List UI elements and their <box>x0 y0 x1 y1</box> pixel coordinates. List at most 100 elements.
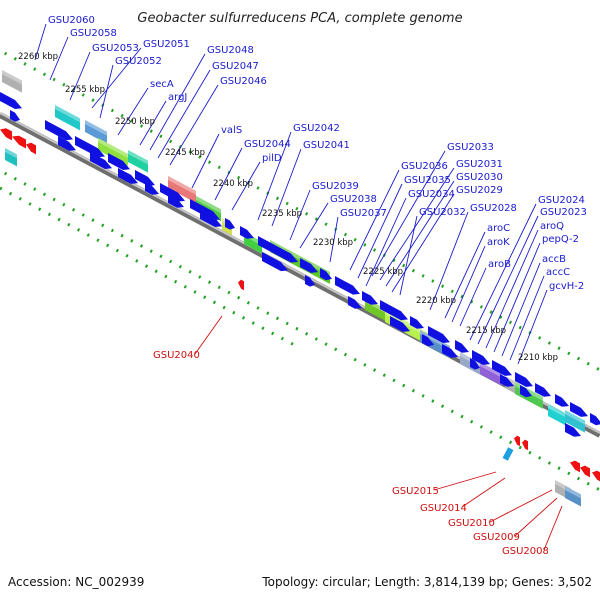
gene-label-reverse: GSU2009 <box>473 532 520 543</box>
gene-label-forward: GSU2033 <box>447 142 494 153</box>
gene-label-reverse: GSU2010 <box>448 518 495 529</box>
tick-dot-line <box>0 186 301 350</box>
label-leader-line <box>157 69 211 159</box>
label-leader-line <box>543 505 563 551</box>
forward-gene-arrow <box>225 218 235 230</box>
reverse-gene-arrow <box>570 460 580 473</box>
forward-gene-arrow <box>570 402 588 417</box>
scale-tick-label: 2230 kbp <box>313 238 353 248</box>
gene-label-forward: GSU2035 <box>404 175 451 186</box>
gene-label-forward: GSU2044 <box>244 139 291 150</box>
gene-label-forward: pilD <box>262 153 282 164</box>
feature-box <box>85 120 107 144</box>
feature-box <box>565 410 585 433</box>
scale-tick-label: 2255 kbp <box>65 85 105 95</box>
scale-tick-label: 2225 kbp <box>363 267 403 277</box>
feature-boxes <box>2 70 585 507</box>
forward-gene-arrow <box>520 385 532 398</box>
label-leader-line <box>501 262 541 357</box>
feature-box <box>548 404 566 426</box>
label-leader-line <box>349 169 400 271</box>
forward-gene-arrow <box>442 344 458 358</box>
feature-box-highlight <box>85 120 107 136</box>
feature-box <box>5 148 17 167</box>
forward-gene-arrow <box>45 120 73 141</box>
forward-gene-arrow <box>305 275 315 287</box>
label-leader-line <box>444 231 486 319</box>
scale-tick-label: 2235 kbp <box>262 209 302 219</box>
label-leader-line <box>289 189 311 241</box>
forward-gene-arrow <box>200 210 222 227</box>
forward-gene-arrow <box>320 268 332 281</box>
forward-gene-arrow <box>258 236 298 263</box>
forward-gene-arrow <box>410 316 424 329</box>
feature-box <box>128 150 148 173</box>
reverse-gene-arrow <box>26 142 36 155</box>
gene-label-forward: aroB <box>488 259 511 270</box>
reverse-gene-arrow <box>514 435 520 447</box>
reverse-gene-arrow <box>12 135 26 149</box>
label-leader-line <box>357 183 403 279</box>
forward-gene-arrow <box>145 182 159 195</box>
forward-gene-arrow <box>108 153 130 170</box>
forward-gene-arrow <box>472 350 490 365</box>
feature-box <box>385 310 430 346</box>
gene-label-forward: secA <box>150 79 174 90</box>
gene-label-forward: GSU2029 <box>456 185 503 196</box>
label-leader-line <box>514 497 558 537</box>
label-leader-line <box>139 100 167 146</box>
scale-tick-label: 2220 kbp <box>416 296 456 306</box>
gene-label-forward: GSU2047 <box>212 61 259 72</box>
label-leader-line <box>99 64 114 119</box>
forward-gene-arrow <box>0 92 22 109</box>
label-leader-line <box>485 229 539 349</box>
gene-label-reverse: GSU2014 <box>420 503 467 514</box>
label-leader-line <box>169 84 219 166</box>
label-leader-line <box>385 180 455 287</box>
gene-label-forward: GSU2028 <box>470 203 517 214</box>
gene-label-forward: GSU2032 <box>419 207 466 218</box>
gene-label-forward: GSU2048 <box>207 45 254 56</box>
label-leader-line <box>194 315 223 355</box>
label-leader-line <box>477 215 539 345</box>
label-leader-line <box>493 242 541 353</box>
feature-box <box>2 70 22 93</box>
forward-gene-arrow <box>118 168 138 184</box>
feature-box <box>565 486 581 507</box>
gene-label-forward: GSU2031 <box>456 159 503 170</box>
label-leader-line <box>509 275 545 361</box>
gene-label-reverse: GSU2015 <box>392 486 439 497</box>
scale-tick-label: 2215 kbp <box>466 326 506 336</box>
label-leader-line <box>371 150 446 277</box>
label-leader-line <box>379 167 455 281</box>
forward-gene-arrow <box>10 110 20 122</box>
forward-gene-arrow <box>190 199 220 221</box>
scale-tick-label: 2210 kbp <box>518 353 558 363</box>
forward-gene-arrow <box>380 300 408 321</box>
gene-label-forward: GSU2060 <box>48 15 95 26</box>
label-leader-line <box>49 36 69 81</box>
accession-text: Accession: NC_002939 <box>8 575 144 589</box>
label-leader-line <box>451 245 486 323</box>
reverse-gene-arrow <box>0 128 12 141</box>
tick-dot-line <box>0 48 600 372</box>
gene-label-forward: GSU2023 <box>540 207 587 218</box>
gene-label-forward: GSU2024 <box>538 195 585 206</box>
gene-label-forward: GSU2042 <box>293 123 340 134</box>
genome-summary-text: Topology: circular; Length: 3,814,139 bp… <box>261 575 592 589</box>
feature-box-highlight <box>196 196 221 214</box>
forward-gene-arrow <box>160 183 185 202</box>
reverse-gene-arrow <box>238 279 244 291</box>
label-leader-line <box>429 211 469 311</box>
forward-gene-arrow <box>348 296 362 309</box>
forward-gene-arrow <box>90 152 112 169</box>
reverse-gene-arrow <box>592 470 600 482</box>
feature-box <box>168 176 196 203</box>
gene-label-forward: aroC <box>487 223 510 234</box>
feature-marker <box>502 447 514 461</box>
label-leader-line <box>299 202 329 249</box>
label-leader-line <box>469 203 537 341</box>
forward-gene-arrow <box>300 258 318 273</box>
gene-label-forward: GSU2039 <box>312 181 359 192</box>
